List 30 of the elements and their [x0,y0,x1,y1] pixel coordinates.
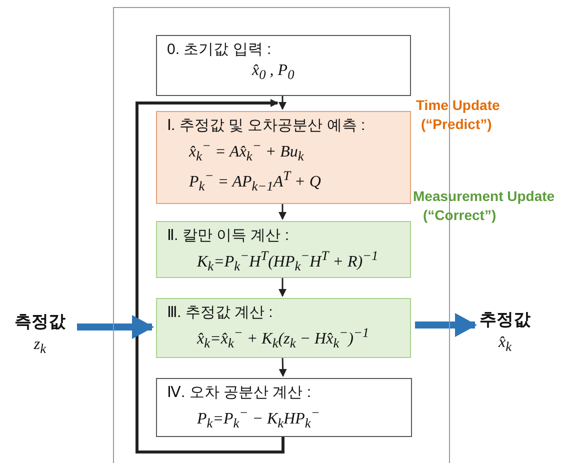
phase-label: (“Correct”) [423,207,496,223]
node-title: 추정값 [480,309,530,331]
arrow [278,356,287,377]
process-box [156,378,412,437]
arrow [136,99,284,454]
process-box [156,298,411,358]
arrow [77,315,154,339]
node-title: Ⅱ. 칼만 이득 계산 : [167,226,290,245]
formula: x̂$_{k}$$^{−}$ = Ax̂$_{k}$$^{−}$ + Bu$_{k}$ [188,138,304,165]
phase-label: Time Update [416,97,500,113]
formula: x̂$_{k}$=x̂$_{k}$$^{−}$ + K$_{k}$(z$_{k}$ − Hx̂$_{k}$$^{−}$)$^{−1}$ [196,325,370,352]
arrow [415,313,477,337]
process-box [156,221,411,278]
process-box [156,111,411,204]
node-title: Ⅲ. 추정값 계산 : [167,303,273,322]
formula: z$_{k}$ [34,336,46,358]
formula: P$_{k}$$^{−}$ = AP$_{k−1}$A$^{T}$ + Q [188,168,321,194]
node-title: 측정값 [14,311,66,333]
node-title: Ⅰ. 추정값 및 오차공분산 예측 : [167,116,366,135]
arrow [278,95,286,110]
process-box [156,35,411,96]
phase-label: Measurement Update [413,188,555,204]
node-title: 0. 초기값 입력 : [167,40,272,59]
phase-label: (“Predict”) [421,116,492,132]
formula: x̂$_{0}$ , P$_{0}$ [250,62,294,84]
node-title: Ⅳ. 오차 공분산 계산 : [167,383,312,402]
arrow [278,203,286,220]
formula: x̂$_{k}$ [498,334,512,356]
formula: K$_{k}$=P$_{k}$$^{−}$H$^{T}$(HP$_{k}$$^{−}$H$^{T}$ + R)$^{−1}$ [196,248,378,275]
arrow [278,277,286,297]
